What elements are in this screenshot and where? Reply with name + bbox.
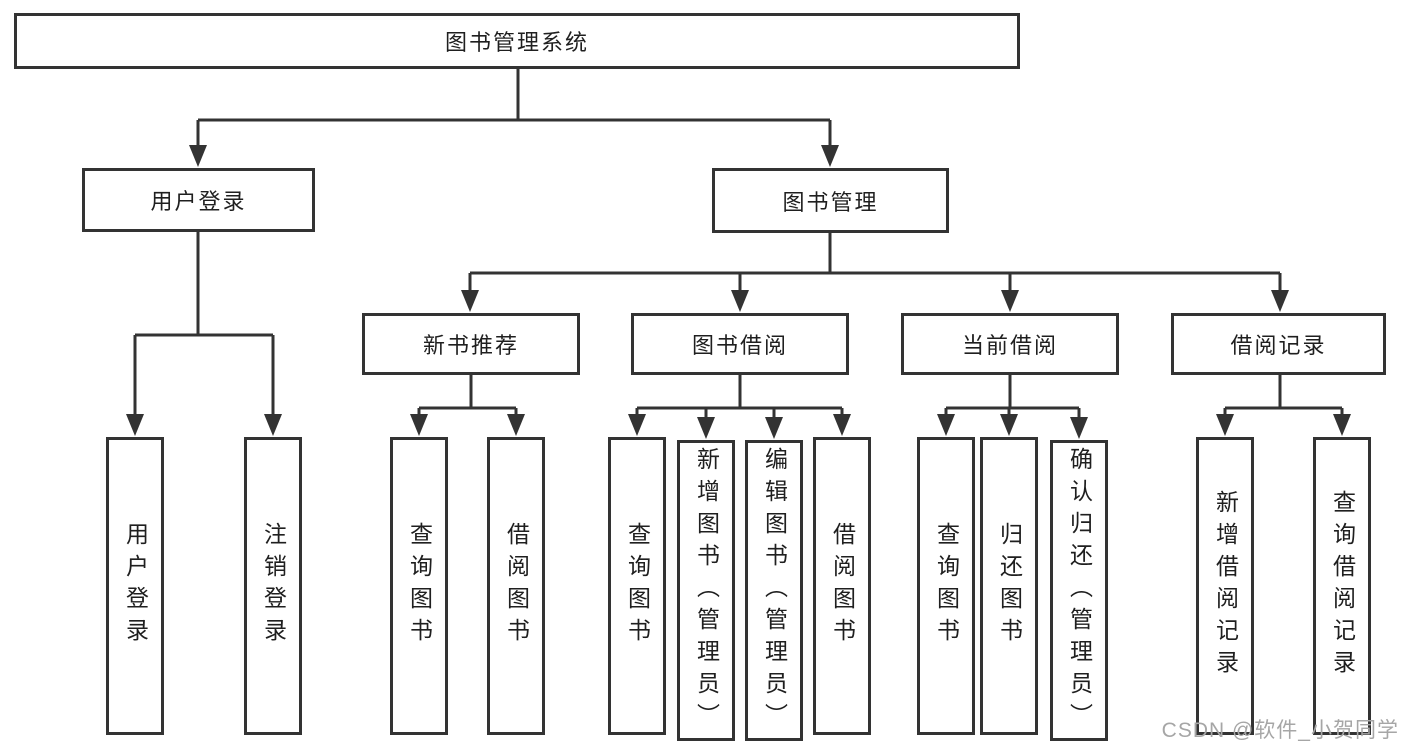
node-new-book-recommendation-label: 新书推荐 [422, 333, 519, 358]
arrowhead-br-add [1216, 414, 1234, 436]
arrowhead-cb-return [1000, 414, 1018, 436]
leaf-cb-confirm-return-admin: 确认归还（管理员） [1050, 440, 1108, 741]
node-book-management: 图书管理 [712, 168, 949, 233]
leaf-logout: 注销登录 [244, 437, 302, 735]
leaf-br-add-record-label: 新增借阅记录 [1212, 490, 1239, 682]
arrowhead-cb-confirm [1070, 417, 1088, 439]
leaf-cb-query-books: 查询图书 [917, 437, 975, 735]
arrowhead-bb-borrow [833, 414, 851, 436]
leaf-bb-borrow-books: 借阅图书 [813, 437, 871, 735]
node-book-management-label: 图书管理 [782, 189, 879, 215]
node-new-book-recommendation: 新书推荐 [362, 313, 580, 375]
leaf-bb-borrow-books-label: 借阅图书 [829, 522, 856, 650]
arrowhead-leaf-logout [264, 414, 282, 436]
leaf-bb-query-books: 查询图书 [608, 437, 666, 735]
node-book-borrowing: 图书借阅 [631, 313, 849, 375]
node-borrowing-records-label: 借阅记录 [1230, 333, 1327, 358]
leaf-nb-borrow-books-label: 借阅图书 [503, 522, 530, 650]
node-current-borrowing: 当前借阅 [901, 313, 1119, 375]
arrowhead-user-login [189, 145, 207, 167]
leaf-bb-edit-books-admin-label: 编辑图书（管理员） [761, 446, 788, 735]
arrowhead-bb-edit [765, 417, 783, 439]
leaf-cb-return-books-label: 归还图书 [996, 522, 1023, 650]
arrowhead-borrow-records [1271, 290, 1289, 312]
arrowhead-nb-query [410, 414, 428, 436]
connector-new-book-to-leaves [417, 375, 518, 421]
arrowhead-leaf-login [126, 414, 144, 436]
leaf-user-login: 用户登录 [106, 437, 164, 735]
leaf-br-query-record-label: 查询借阅记录 [1329, 490, 1356, 682]
watermark: CSDN @软件_小贺同学 [1161, 719, 1399, 742]
node-root-book-management-system: 图书管理系统 [14, 13, 1020, 69]
arrowhead-bb-query [628, 414, 646, 436]
leaf-bb-query-books-label: 查询图书 [624, 522, 651, 650]
connector-user-login-to-leaves [133, 232, 275, 420]
leaf-nb-borrow-books: 借阅图书 [487, 437, 545, 735]
node-borrowing-records: 借阅记录 [1171, 313, 1386, 375]
arrowhead-current-borrow [1001, 290, 1019, 312]
node-user-login: 用户登录 [82, 168, 315, 232]
arrowhead-nb-borrow [507, 414, 525, 436]
leaf-bb-add-books-admin-label: 新增图书（管理员） [693, 446, 720, 735]
connector-book-borrow-to-leaves [635, 375, 844, 424]
leaf-bb-edit-books-admin: 编辑图书（管理员） [745, 440, 803, 741]
leaf-br-add-record: 新增借阅记录 [1196, 437, 1254, 735]
connector-root-to-level2 [196, 69, 832, 152]
leaf-cb-confirm-return-admin-label: 确认归还（管理员） [1066, 446, 1093, 735]
connector-book-management-to-level3 [468, 233, 1282, 297]
leaf-bb-add-books-admin: 新增图书（管理员） [677, 440, 735, 741]
leaf-br-query-record: 查询借阅记录 [1313, 437, 1371, 735]
node-user-login-label: 用户登录 [150, 189, 247, 214]
leaf-nb-query-books: 查询图书 [390, 437, 448, 735]
arrowhead-book-borrow [731, 290, 749, 312]
node-book-borrowing-label: 图书借阅 [691, 333, 788, 358]
leaf-logout-label: 注销登录 [260, 522, 287, 650]
leaf-cb-return-books: 归还图书 [980, 437, 1038, 735]
leaf-cb-query-books-label: 查询图书 [933, 522, 960, 650]
node-current-borrowing-label: 当前借阅 [961, 333, 1058, 358]
arrowhead-cb-query [937, 414, 955, 436]
arrowhead-book-management [821, 145, 839, 167]
connector-borrow-records-to-leaves [1223, 375, 1344, 421]
arrowhead-new-book [461, 290, 479, 312]
arrowhead-br-query [1333, 414, 1351, 436]
leaf-user-login-label: 用户登录 [122, 522, 149, 650]
arrowhead-bb-add [697, 417, 715, 439]
node-root-label: 图书管理系统 [444, 30, 589, 55]
leaf-nb-query-books-label: 查询图书 [406, 522, 433, 650]
